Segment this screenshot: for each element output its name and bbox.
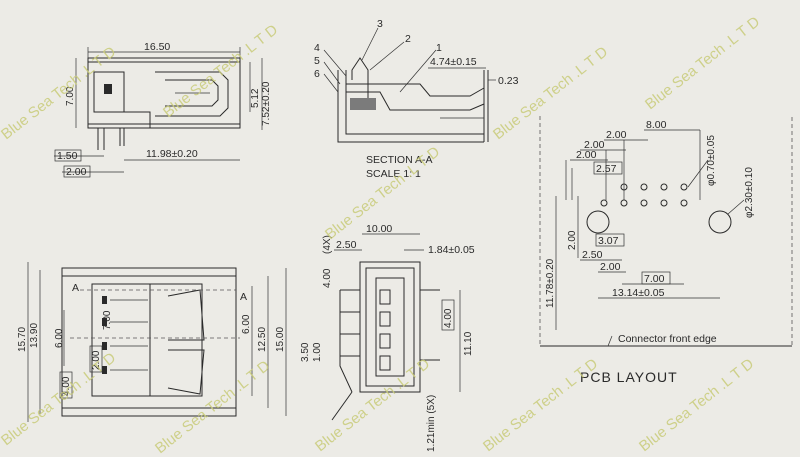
pcb-edge-label: Connector front edge: [618, 333, 717, 345]
pcb-dim-1178: 11.78±0.20: [545, 258, 556, 308]
section-dim-474: 4.74±0.15: [430, 56, 477, 68]
watermark: Blue Sea Tech .L T D: [480, 355, 601, 455]
front-dim-1570: 15.70: [17, 327, 28, 352]
end-view: 10.00 2.50 1.84±0.05 (4X) 4.00 4.00 11.1…: [300, 223, 475, 452]
pcb-dim-700: 7.00: [644, 273, 665, 285]
front-dim-1250: 12.50: [257, 327, 268, 352]
end-dim-400b: 4.00: [443, 308, 454, 328]
pcb-dim-200a: 2.00: [606, 129, 627, 141]
callout-5: 5: [314, 55, 320, 67]
side-dim-1198: 11.98±0.20: [146, 148, 198, 160]
watermark: Blue Sea Tech .L T D: [312, 355, 433, 455]
callout-6: 6: [314, 68, 320, 80]
watermark-group: Blue Sea Tech .L T D Blue Sea Tech .L T …: [0, 13, 763, 457]
watermark: Blue Sea Tech .L T D: [642, 13, 763, 113]
front-dim-600a: 6.00: [54, 328, 65, 348]
pcb-dim-070: φ0.70±0.05: [706, 135, 717, 186]
pcb-dim-200d: 2.00: [567, 230, 578, 250]
pcb-dim-307: 3.07: [598, 235, 619, 247]
side-dim-200: 2.00: [66, 166, 87, 178]
callout-4: 4: [314, 42, 320, 54]
end-dim-1110: 11.10: [463, 331, 474, 356]
end-dim-4x: (4X): [322, 235, 333, 254]
side-dim-150: 1.50: [57, 150, 78, 162]
end-dim-184: 1.84±0.05: [428, 244, 475, 256]
pcb-layout: 8.00 2.00 2.00 2.00 2.57 φ0.70±0.05 φ2.3…: [539, 116, 793, 385]
pcb-dim-200b: 2.00: [584, 139, 605, 151]
end-dim-250: 2.50: [336, 239, 357, 251]
side-dim-512: 5.12: [250, 88, 261, 108]
front-view: 15.70 13.90 6.00 7.00 2.00 4.00 6.00 12.…: [17, 262, 287, 422]
pcb-dim-800: 8.00: [646, 119, 667, 131]
pcb-dim-230: φ2.30±0.10: [744, 167, 755, 218]
watermark: Blue Sea Tech .L T D: [490, 43, 611, 143]
side-dim-752: 7.52±0.20: [261, 81, 272, 126]
front-dim-600b: 6.00: [241, 314, 252, 334]
section-dim-023: 0.23: [498, 75, 519, 87]
front-dim-1390: 13.90: [29, 323, 40, 348]
section-view: 3 2 1 4 5 6 4.74±0.15 0.23 SECTION A-A S…: [314, 18, 519, 180]
end-dim-350: 3.50: [300, 342, 311, 362]
callout-1: 1: [436, 42, 442, 54]
callout-2: 2: [405, 33, 411, 45]
end-dim-400a: 4.00: [322, 268, 333, 288]
pcb-dim-257: 2.57: [596, 163, 617, 175]
end-dim-1000: 10.00: [366, 223, 392, 235]
pcb-dim-1314: 13.14±0.05: [612, 287, 665, 299]
front-dim-700: 7.00: [102, 310, 113, 330]
front-dim-400: 4.00: [61, 376, 72, 396]
pcb-dim-250: 2.50: [582, 249, 603, 261]
pcb-dim-200e: 2.00: [600, 261, 621, 273]
section-title: SECTION A-A: [366, 154, 433, 166]
watermark: Blue Sea Tech .L T D: [152, 357, 273, 457]
front-dim-1500: 15.00: [275, 327, 286, 352]
front-marker-a-right: A: [240, 291, 247, 303]
front-marker-a-left: A: [72, 282, 79, 294]
side-height-label: 7.00: [65, 86, 76, 106]
side-view: 16.50 7.00 5.12 7.52±0.20 1.50 2.00 11.9…: [54, 41, 272, 178]
end-dim-121: 1.21min (5X): [426, 395, 437, 452]
side-width-label: 16.50: [144, 41, 170, 53]
pcb-title: PCB LAYOUT: [580, 369, 678, 385]
pcb-dim-200c: 2.00: [576, 149, 597, 161]
watermark: Blue Sea Tech .L T D: [0, 349, 119, 449]
front-dim-200: 2.00: [91, 350, 102, 370]
end-dim-100: 1.00: [312, 342, 323, 362]
callout-3: 3: [377, 18, 383, 30]
section-scale: SCALE 1: 1: [366, 168, 421, 180]
